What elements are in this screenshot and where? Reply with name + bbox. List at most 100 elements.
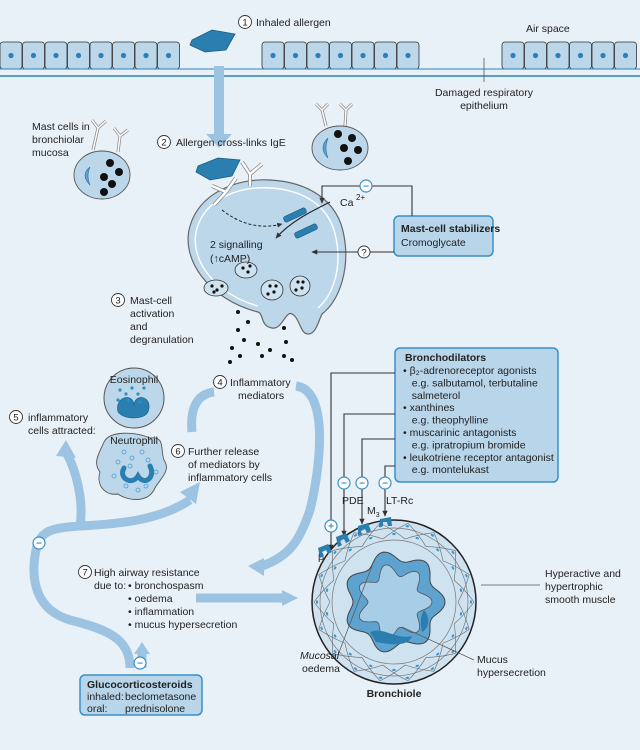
allergen-crosslink-icon <box>195 157 241 181</box>
smooth-muscle-fiber <box>379 664 406 682</box>
muscle-nucleus <box>430 667 435 670</box>
step1-label: 1 Inhaled allergen <box>238 15 331 29</box>
bronchodilator-line: • muscarinic antagonists <box>403 427 516 439</box>
epithelial-nucleus <box>98 52 104 59</box>
svg-text:6: 6 <box>175 447 180 458</box>
svg-text:(↑cAMP): (↑cAMP) <box>210 253 250 265</box>
svg-text:• oedema: • oedema <box>128 593 173 605</box>
epithelial-nucleus <box>405 52 411 59</box>
oedema-pointer <box>337 565 373 656</box>
pde-minus-sign: − <box>337 476 351 490</box>
svg-text:Hyperactive and: Hyperactive and <box>545 568 621 580</box>
bronchodilators-box[interactable]: Bronchodilators • β₂-adrenoreceptor agon… <box>394 347 559 483</box>
muscle-nucleus <box>451 634 455 638</box>
svg-text:Further release: Further release <box>188 446 259 458</box>
epithelial-nucleus <box>53 52 59 59</box>
smooth-muscle-fiber <box>382 664 409 682</box>
smooth-muscle-fiber <box>442 560 470 575</box>
svg-text:smooth muscle: smooth muscle <box>545 594 616 606</box>
svg-text:Mast-cell stabilizers: Mast-cell stabilizers <box>401 223 500 235</box>
svg-text:activation: activation <box>130 308 175 320</box>
svg-text:Allergen cross-links IgE: Allergen cross-links IgE <box>176 137 286 149</box>
muscle-nucleus <box>415 664 419 668</box>
epithelial-nucleus <box>8 52 14 59</box>
gluco-left-minus-sign: − <box>32 536 46 550</box>
svg-text:Cromoglycate: Cromoglycate <box>401 237 466 249</box>
muscle-nucleus <box>348 548 352 552</box>
muscle-nucleus <box>465 573 468 578</box>
epithelial-nucleus <box>165 52 172 59</box>
muscle-nucleus <box>333 634 337 638</box>
svg-text:inflammatory: inflammatory <box>28 412 89 424</box>
muscle-nucleus <box>325 588 329 592</box>
smooth-muscle-fiber <box>407 523 427 547</box>
muscle-nucleus <box>333 649 337 654</box>
svg-text:Inhaled allergen: Inhaled allergen <box>256 17 331 29</box>
bronchodilator-lines <box>328 372 395 551</box>
glucocorticosteroids-box[interactable]: Glucocorticosteroids inhaled: beclometas… <box>79 674 203 716</box>
svg-text:Glucocorticosteroids: Glucocorticosteroids <box>87 679 193 691</box>
svg-text:Inflammatory: Inflammatory <box>230 377 291 389</box>
muscle-nucleus <box>353 534 358 537</box>
step2-label: 2 Allergen cross-links IgE <box>157 135 286 149</box>
svg-text:7: 7 <box>82 568 87 579</box>
bronchodilator-line: • β₂-adrenoreceptor agonists <box>403 365 536 377</box>
ltrc-minus-sign: − <box>378 476 392 490</box>
muscle-nucleus <box>315 600 319 604</box>
svg-text:Mucosal: Mucosal <box>300 650 340 662</box>
smooth-muscle-fiber <box>405 532 435 540</box>
gluco-up-minus-sign: − <box>133 656 147 670</box>
step3-label: 3 Mast-cell activation and degranulation <box>111 293 194 346</box>
muscle-nucleus <box>459 588 463 592</box>
calcium-label: Ca 2+ <box>340 193 365 209</box>
m3-minus-sign: − <box>355 476 369 490</box>
svg-text:of mediators by: of mediators by <box>188 459 261 471</box>
epithelial-nucleus <box>382 52 389 59</box>
svg-text:−: − <box>359 479 365 490</box>
smooth-muscle-fiber <box>361 657 381 681</box>
stabilizer-question-sign: ? <box>357 245 371 259</box>
svg-text:oedema: oedema <box>302 663 340 675</box>
svg-text:PDE: PDE <box>342 495 364 507</box>
svg-text:Ca: Ca <box>340 197 354 209</box>
svg-text:−: − <box>382 479 388 490</box>
smooth-muscle-fiber <box>332 653 363 658</box>
muscle-nucleus <box>369 536 373 540</box>
muscle-nucleus <box>436 548 440 552</box>
epithelial-nucleus <box>360 52 366 59</box>
stabilizer-minus-sign: − <box>359 179 373 193</box>
svg-text:hypertrophic: hypertrophic <box>545 581 603 593</box>
muscle-nucleus <box>325 612 329 616</box>
smooth-muscle-fiber <box>433 532 444 561</box>
svg-text:2: 2 <box>161 138 166 149</box>
svg-text:4: 4 <box>217 378 222 389</box>
svg-text:1: 1 <box>242 18 247 29</box>
epithelial-nucleus <box>315 52 321 59</box>
svg-text:Mast cells in: Mast cells in <box>32 121 90 133</box>
smooth-muscle-fiber <box>353 532 383 540</box>
mast-cell-small-left <box>73 119 131 200</box>
epithelial-nucleus <box>600 52 606 59</box>
svg-text:cells attracted:: cells attracted: <box>28 425 96 437</box>
epithelial-nucleus <box>143 52 149 59</box>
smooth-muscle-fiber <box>344 532 355 561</box>
muscle-nucleus <box>392 532 396 536</box>
mast-cell-small-right <box>311 102 369 171</box>
svg-text:−: − <box>341 479 347 490</box>
epithelial-nucleus <box>337 52 344 59</box>
epithelial-nucleus <box>622 52 629 59</box>
epithelial-nucleus <box>75 52 82 59</box>
smooth-muscle-fiber <box>353 664 383 672</box>
smooth-muscle-fiber <box>442 629 470 644</box>
smooth-muscle-fiber <box>318 574 331 603</box>
mast-cell-stabilizers-box[interactable]: Mast-cell stabilizers Cromoglycate <box>393 215 500 257</box>
step4-label: 4 Inflammatory mediators <box>213 375 291 402</box>
bronchodilator-line: • leukotriene receptor antagonist <box>403 452 554 464</box>
svg-text:mediators: mediators <box>238 390 284 402</box>
epithelial-nucleus <box>532 52 539 59</box>
smooth-muscle-fiber <box>332 623 335 654</box>
bronchodilator-line: e.g. theophylline <box>403 415 488 427</box>
mucosal-oedema-label: Mucosal oedema <box>300 650 340 675</box>
step5-label: 5 inflammatory cells attracted: <box>9 410 96 437</box>
